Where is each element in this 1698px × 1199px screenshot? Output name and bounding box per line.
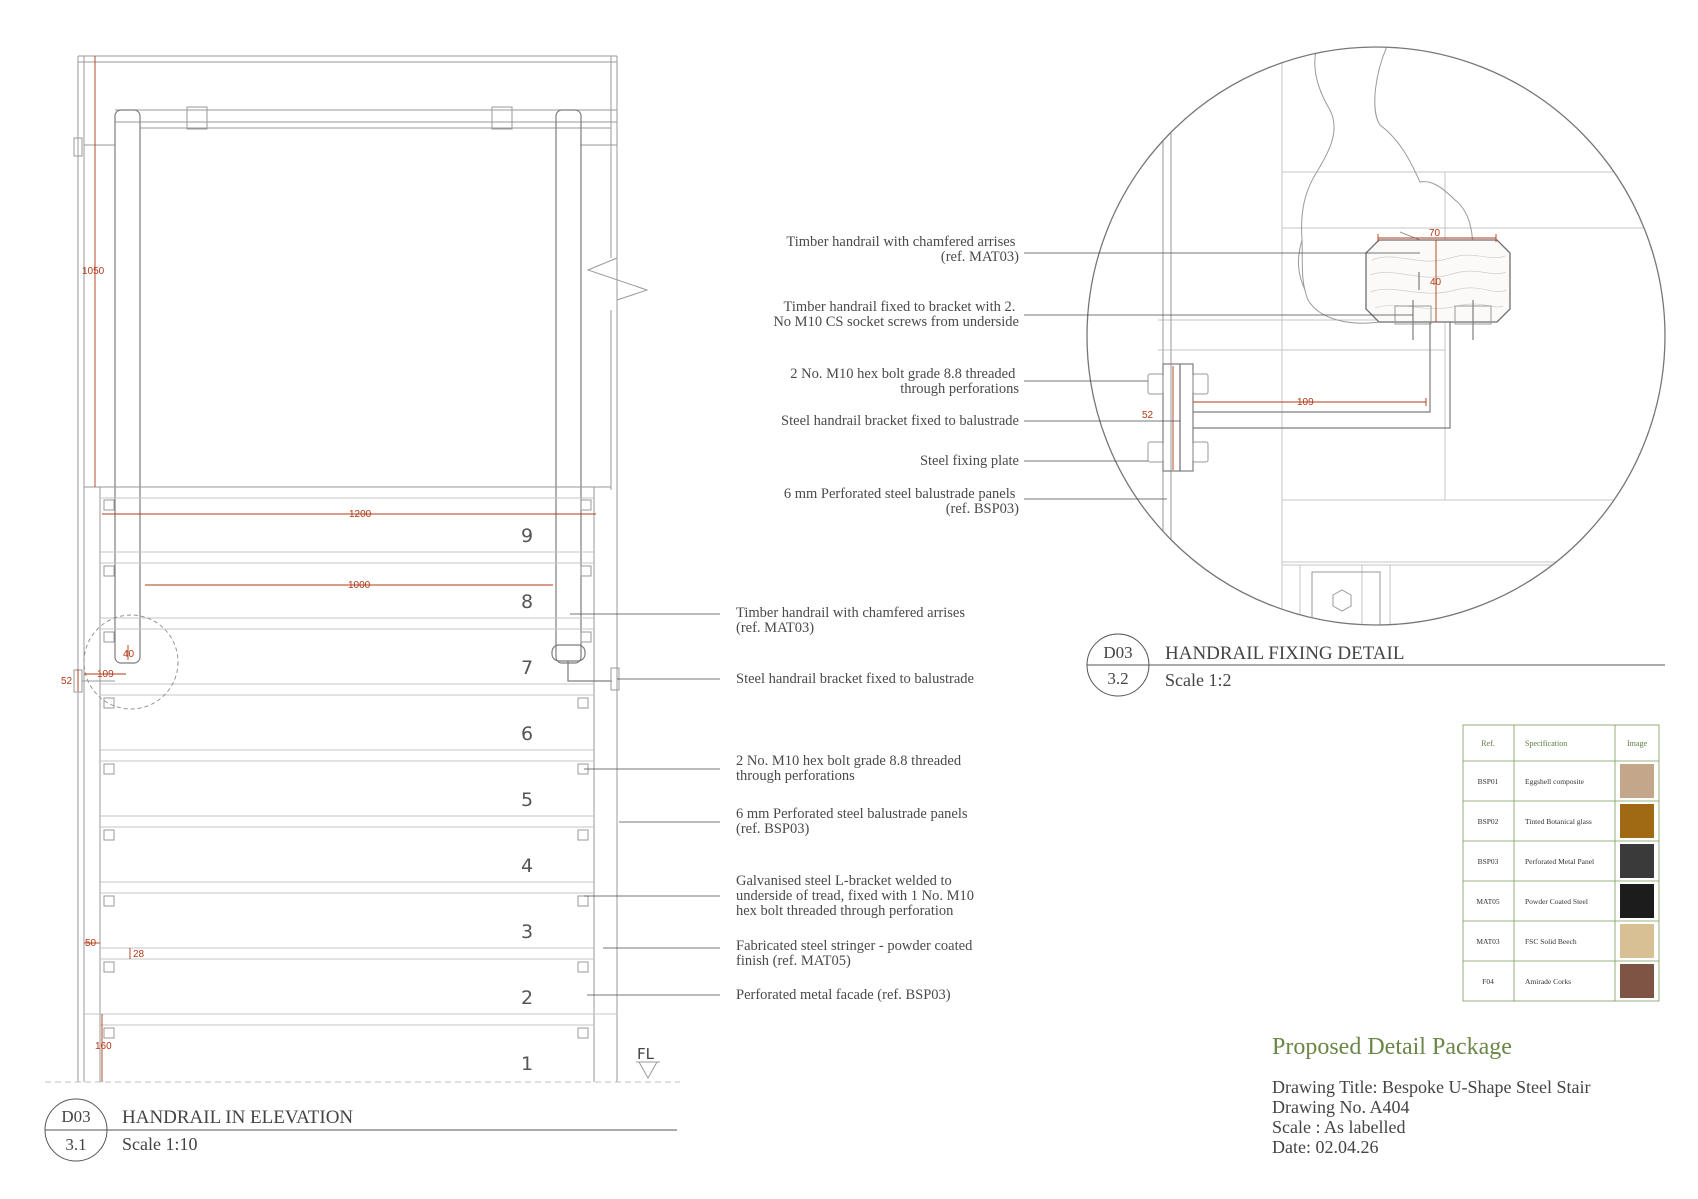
table-row: BSP02 Tinted Botanical glass	[1478, 804, 1654, 838]
dim-plate-52: 52	[1142, 410, 1154, 421]
dim-stringer-50: 50	[85, 938, 97, 949]
dim-height-1050: 1050	[82, 266, 105, 277]
note-bracket: Steel handrail bracket fixed to balustra…	[736, 671, 974, 687]
elevation-ref-code: D03	[61, 1107, 90, 1126]
step-number: 3	[521, 921, 533, 943]
table-header-image: Image	[1627, 739, 1647, 748]
table-cell-spec: Tinted Botanical glass	[1525, 817, 1592, 826]
dim-rail-depth-40: 40	[1430, 277, 1442, 288]
table-row: BSP01 Eggshell composite	[1478, 764, 1654, 798]
detail-ref-code: D03	[1103, 643, 1132, 662]
drawing-scale: Scale : As labelled	[1272, 1117, 1405, 1137]
table-cell-ref: BSP02	[1478, 817, 1499, 826]
fixing-detail-drawing	[1086, 46, 1666, 626]
materials-table-content: Ref. Specification Image BSP01 Eggshell …	[1476, 739, 1654, 998]
table-cell-ref: BSP01	[1478, 777, 1499, 786]
table-cell-ref: F04	[1482, 977, 1494, 986]
table-row: MAT05 Powder Coated Steel	[1476, 884, 1654, 918]
step-numbers: 9 8 7 6 5 4 3 2 1	[521, 525, 533, 1075]
dim-rise-160: 160	[95, 1041, 112, 1052]
material-swatch	[1620, 924, 1654, 958]
detail-note-fixing-plate: Steel fixing plate	[920, 453, 1019, 469]
detail-reference: D03 3.2 HANDRAIL FIXING DETAIL Scale 1:2	[1086, 633, 1665, 697]
elevation-ref-number: 3.1	[65, 1135, 86, 1154]
elevation-leaders	[570, 613, 720, 996]
table-cell-spec: Perforated Metal Panel	[1525, 857, 1594, 866]
table-row: MAT03 FSC Solid Beech	[1476, 924, 1654, 958]
note-stringer: Fabricated steel stringer - powder coate…	[736, 938, 976, 969]
elevation-title: HANDRAIL IN ELEVATION	[122, 1107, 353, 1128]
note-balustrade-panels: 6 mm Perforated steel balustrade panels …	[736, 806, 971, 837]
elevation-scale: Scale 1:10	[122, 1134, 197, 1154]
table-cell-spec: Amirade Corks	[1525, 977, 1571, 986]
table-cell-ref: BSP03	[1478, 857, 1499, 866]
detail-note-panels: 6 mm Perforated steel balustrade panels …	[784, 486, 1019, 517]
elevation-drawing: FL	[45, 55, 680, 1083]
step-number: 8	[521, 591, 533, 613]
title-block: Proposed Detail Package Drawing Title: B…	[1272, 1034, 1590, 1157]
detail-note-bracket: Steel handrail bracket fixed to balustra…	[781, 413, 1019, 429]
table-cell-spec: Powder Coated Steel	[1525, 897, 1588, 906]
table-cell-spec: FSC Solid Beech	[1525, 937, 1577, 946]
table-cell-spec: Eggshell composite	[1525, 777, 1585, 786]
step-number: 4	[521, 855, 533, 877]
detail-dimensions: 70 40 109 52	[1142, 228, 1442, 421]
package-title: Proposed Detail Package	[1272, 1034, 1512, 1060]
material-swatch	[1620, 844, 1654, 878]
step-number: 1	[521, 1053, 533, 1075]
table-header-ref: Ref.	[1481, 739, 1495, 748]
detail-leaders	[1024, 252, 1420, 500]
dim-rail-depth-40: 40	[123, 649, 135, 660]
step-number: 6	[521, 723, 533, 745]
note-handrail: Timber handrail with chamfered arrises (…	[736, 605, 969, 636]
drawing-number: Drawing No. A404	[1272, 1097, 1410, 1117]
dim-rail-width-70: 70	[1429, 228, 1441, 239]
detail-note-hex-bolt: 2 No. M10 hex bolt grade 8.8 threaded th…	[790, 366, 1019, 397]
dim-width-1200: 1200	[349, 509, 372, 520]
dim-bracket-109: 109	[97, 669, 114, 680]
material-swatch	[1620, 884, 1654, 918]
step-number: 7	[521, 657, 533, 679]
note-hex-bolt: 2 No. M10 hex bolt grade 8.8 threaded th…	[736, 753, 965, 784]
floor-level-label: FL	[637, 1045, 655, 1063]
table-row: F04 Amirade Corks	[1482, 964, 1654, 998]
material-swatch	[1620, 764, 1654, 798]
table-cell-ref: MAT05	[1476, 897, 1500, 906]
step-number: 2	[521, 987, 533, 1009]
drawing-title: Drawing Title: Bespoke U-Shape Steel Sta…	[1272, 1077, 1590, 1097]
table-row: BSP03 Perforated Metal Panel	[1478, 844, 1654, 878]
elevation-dimensions: 1050 1200 1000 40 109 52 50 28 160	[61, 266, 372, 1052]
elevation-reference: D03 3.1 HANDRAIL IN ELEVATION Scale 1:10	[44, 1098, 677, 1162]
dim-tread-28: 28	[133, 949, 145, 960]
table-cell-ref: MAT03	[1476, 937, 1500, 946]
detail-scale: Scale 1:2	[1165, 670, 1231, 690]
dim-bracket-52: 52	[61, 676, 73, 687]
material-swatch	[1620, 964, 1654, 998]
dim-width-1000: 1000	[348, 580, 371, 591]
note-facade: Perforated metal facade (ref. BSP03)	[736, 987, 951, 1003]
material-swatch	[1620, 804, 1654, 838]
elevation-notes: Timber handrail with chamfered arrises (…	[736, 605, 978, 1003]
note-l-bracket: Galvanised steel L-bracket welded to und…	[736, 873, 978, 919]
detail-notes: Timber handrail with chamfered arrises (…	[773, 234, 1019, 517]
detail-title: HANDRAIL FIXING DETAIL	[1165, 643, 1404, 664]
detail-ref-number: 3.2	[1107, 669, 1128, 688]
step-number: 5	[521, 789, 533, 811]
table-header-spec: Specification	[1525, 739, 1567, 748]
materials-table	[1462, 724, 1660, 1002]
detail-note-socket-screws: Timber handrail fixed to bracket with 2.…	[773, 299, 1019, 330]
dim-projection-109: 109	[1297, 397, 1314, 408]
step-number: 9	[521, 525, 533, 547]
drawing-date: Date: 02.04.26	[1272, 1137, 1378, 1157]
detail-note-handrail: Timber handrail with chamfered arrises (…	[786, 234, 1019, 265]
